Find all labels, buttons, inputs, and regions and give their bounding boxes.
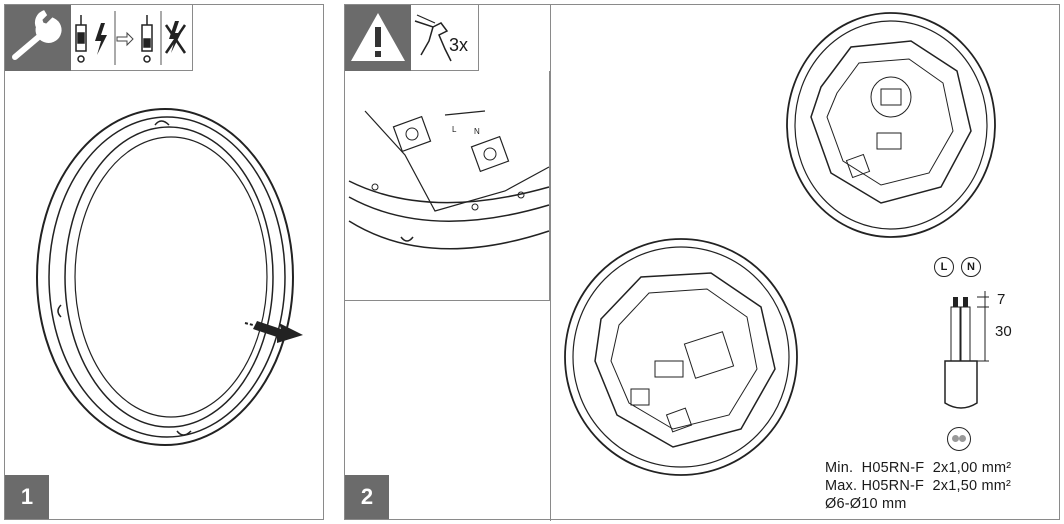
lightning-icon <box>95 23 107 55</box>
cable-spec-max: Max. H05RN-F 2x1,50 mm² <box>825 478 1012 494</box>
detail-inset: L N <box>345 71 550 301</box>
luminaire-illustration <box>36 108 303 446</box>
step-number: 2 <box>345 475 389 519</box>
cable-spec-diameter: Ø6-Ø10 mm <box>825 496 907 512</box>
power-off-icons <box>71 5 193 71</box>
repeat-count: 3x <box>449 35 469 55</box>
strip-length-short: 7 <box>997 291 1006 308</box>
connector-l: L <box>934 257 954 277</box>
tool-icon-box <box>5 5 71 71</box>
step-1-panel: 1 <box>4 4 324 520</box>
strip-length-long: 30 <box>995 323 1012 340</box>
warning-icon-box <box>345 5 411 71</box>
cable-spec-min: Min. H05RN-F 2x1,00 mm² <box>825 460 1012 476</box>
connector-n: N <box>961 257 981 277</box>
arrow-icon <box>116 31 134 47</box>
fuse-off-icon <box>141 15 153 63</box>
luminaire-top-view <box>786 12 996 238</box>
detail-label-l: L <box>452 125 457 134</box>
fuse-on-icon <box>75 15 87 63</box>
tool-icon-box: 3x <box>411 5 479 71</box>
luminaire-wiring-view <box>564 238 798 476</box>
pull-arrow-icon <box>253 321 303 343</box>
cable-cross-section-icon <box>947 427 971 451</box>
wire-stripper-icon <box>414 14 452 62</box>
wire-strip-illustration <box>944 291 989 409</box>
step-number: 1 <box>5 475 49 519</box>
detail-label-n: N <box>474 127 480 136</box>
divider <box>550 5 551 521</box>
step-2-panel: 3x L N <box>344 4 1060 521</box>
warning-triangle-icon <box>351 13 405 61</box>
wrench-icon <box>12 10 62 60</box>
no-power-icon <box>164 21 187 54</box>
